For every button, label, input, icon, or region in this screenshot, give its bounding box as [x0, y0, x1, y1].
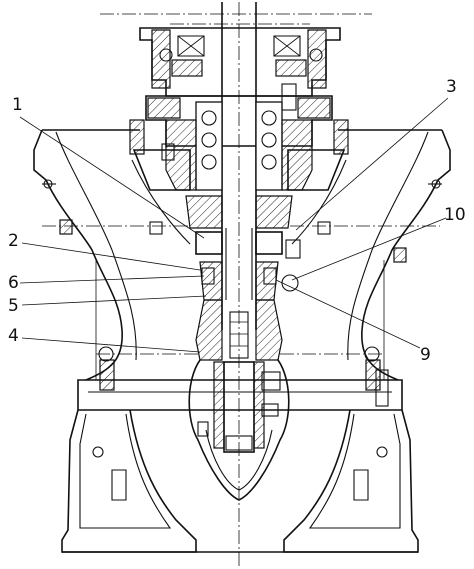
leader-1 — [19, 116, 205, 239]
label-4: 4 — [8, 326, 19, 346]
leader-3 — [295, 97, 449, 231]
label-6: 6 — [8, 273, 19, 293]
label-9: 9 — [420, 345, 431, 365]
label-1: 1 — [12, 95, 23, 115]
nose-cone — [188, 359, 290, 501]
label-5: 5 — [8, 296, 19, 316]
label-10: 10 — [444, 205, 466, 225]
label-3: 3 — [446, 77, 457, 97]
label-2: 2 — [8, 231, 19, 251]
upper-bracket — [139, 27, 341, 97]
leader-10 — [291, 217, 447, 281]
leader-lines — [19, 97, 449, 353]
lower-flange — [77, 346, 403, 411]
leader-6 — [19, 275, 205, 284]
impeller-hub — [185, 195, 301, 361]
hidden-lines — [42, 225, 440, 380]
outer-casing — [33, 129, 451, 381]
leader-9 — [275, 279, 421, 349]
base-stand — [61, 409, 419, 553]
leader-4 — [21, 337, 201, 353]
bearing-housing — [129, 83, 349, 191]
leader-5 — [21, 295, 207, 306]
leader-2 — [21, 242, 201, 271]
